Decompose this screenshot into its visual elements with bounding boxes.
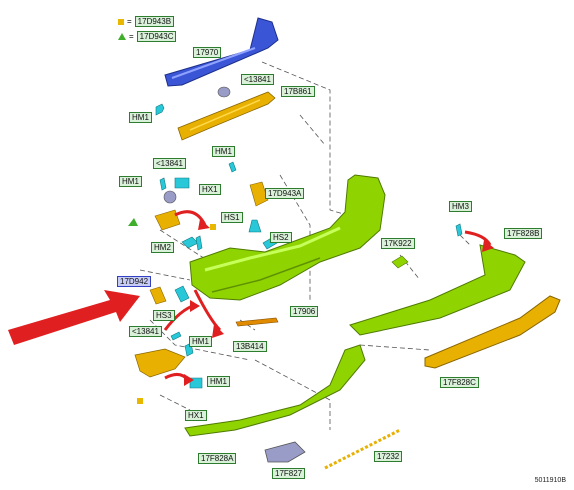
document-number: 5011910B	[534, 477, 566, 484]
label-hx1-b: HX1	[185, 410, 207, 421]
label-hm1-d: HM1	[189, 336, 212, 347]
bracket-17D942	[149, 286, 167, 305]
square-marker-icon	[210, 224, 216, 230]
label-hm1-b: HM1	[212, 146, 235, 157]
fastener-nut-icon	[217, 86, 231, 98]
label-17232: 17232	[374, 451, 403, 462]
label-hm1-e: HM1	[207, 376, 230, 387]
label-hm1-a: HM1	[129, 112, 152, 123]
label-17F828A: 17F828A	[198, 453, 237, 464]
triangle-marker-icon	[128, 218, 138, 226]
legend-code: 17D943B	[134, 16, 175, 27]
square-marker-icon-2	[137, 398, 143, 404]
label-17F828C: 17F828C	[440, 377, 479, 388]
clip-fasteners	[155, 103, 463, 389]
bracket-17D943-left	[154, 209, 181, 231]
strip-13B414	[235, 317, 279, 327]
shield-17F827	[264, 441, 306, 463]
label-hm1-c: HM1	[119, 176, 142, 187]
yellow-square-icon	[118, 18, 124, 25]
strip-17232	[324, 428, 401, 470]
bumper-cover-17906	[189, 174, 386, 301]
trim-17F828A	[184, 344, 366, 437]
label-hs1: HS1	[221, 212, 243, 223]
energy-absorber-17B861	[177, 91, 276, 141]
reflector-17K922	[391, 255, 409, 269]
label-17906: 17906	[290, 306, 319, 317]
label-hx1-a: HX1	[199, 184, 221, 195]
label-hm3: HM3	[449, 201, 472, 212]
screw-HS1-icon	[248, 219, 262, 233]
label-17F828B: 17F828B	[504, 228, 543, 239]
green-triangle-icon	[118, 33, 126, 40]
trim-17F828B	[349, 244, 526, 336]
label-17F827: 17F827	[272, 468, 306, 479]
big-red-arrow-icon	[8, 290, 140, 345]
label-17D942: 17D942	[117, 276, 152, 287]
legend-eq: =	[127, 16, 132, 26]
label-hm2: HM2	[151, 242, 174, 253]
label-hs2: HS2	[270, 232, 292, 243]
plug-icon	[163, 190, 177, 204]
legend-code: 17D943C	[136, 31, 177, 42]
red-arrowheads	[184, 219, 494, 386]
legend-item-17D943C: = 17D943C	[118, 31, 177, 42]
label-hs3: HS3	[153, 310, 175, 321]
valance-17F828C	[424, 295, 561, 369]
label-17D943A: 17D943A	[265, 188, 305, 199]
reinforcement-beam-17970	[164, 17, 279, 87]
bracket-lower-left	[134, 348, 186, 378]
label-17B861: 17B861	[281, 86, 315, 97]
label-13841-top: <13841	[241, 74, 274, 85]
legend-item-17D943B: = 17D943B	[118, 16, 175, 27]
label-13B414: 13B414	[233, 341, 267, 352]
label-13841-low: <13841	[129, 326, 162, 337]
label-17970: 17970	[193, 47, 222, 58]
label-17K922: 17K922	[381, 238, 415, 249]
bracket-17D943A	[249, 181, 269, 207]
legend-eq: =	[129, 31, 134, 41]
label-13841-mid: <13841	[153, 158, 186, 169]
